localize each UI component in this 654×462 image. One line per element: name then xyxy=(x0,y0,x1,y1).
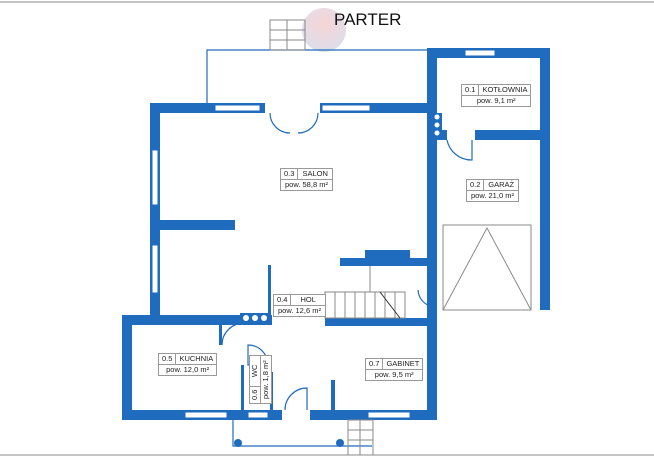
interior-stairs xyxy=(324,266,406,319)
room-name: GABINET xyxy=(386,359,420,368)
room-number: 0.4 xyxy=(274,295,292,305)
room-area: pow. 9,5 m² xyxy=(374,370,414,379)
garage-door xyxy=(442,224,532,311)
chimney-ducts xyxy=(243,113,442,321)
room-name: SALON xyxy=(302,169,328,178)
room-number: 0.5 xyxy=(159,354,177,364)
terrace-outline xyxy=(206,49,430,103)
room-area: pow. 58,8 m² xyxy=(285,180,328,189)
entrance-stairs-top xyxy=(269,19,306,51)
room-area: pow. 12,6 m² xyxy=(278,306,321,315)
room-area: pow. 9,1 m² xyxy=(476,96,516,105)
windows xyxy=(151,49,496,420)
remax-logo-watermark xyxy=(302,8,346,52)
room-name: WC xyxy=(250,364,259,378)
room-number: 0.1 xyxy=(462,85,480,95)
room-area: pow. 12,0 m² xyxy=(166,365,210,374)
room-number: 0.2 xyxy=(467,180,485,190)
porch xyxy=(232,419,374,456)
room-name: KOTŁOWNIA xyxy=(482,85,528,94)
room-name: KUCHNIA xyxy=(179,354,214,363)
room-name: HOL xyxy=(300,295,316,304)
room-area: pow. 1,8 m² xyxy=(261,360,270,399)
room-number: 0.3 xyxy=(281,169,299,179)
page-title: PARTER xyxy=(334,10,402,29)
room-name: GARAŻ xyxy=(488,180,515,189)
room-label-wc: 0.6 WC pow. 1,8 m² xyxy=(249,355,272,404)
room-number: 0.7 xyxy=(366,359,384,369)
room-area: pow. 21,0 m² xyxy=(471,191,514,200)
room-number: 0.6 xyxy=(250,385,260,403)
room-label-hol: 0.4 HOL pow. 12,6 m² xyxy=(273,294,326,317)
